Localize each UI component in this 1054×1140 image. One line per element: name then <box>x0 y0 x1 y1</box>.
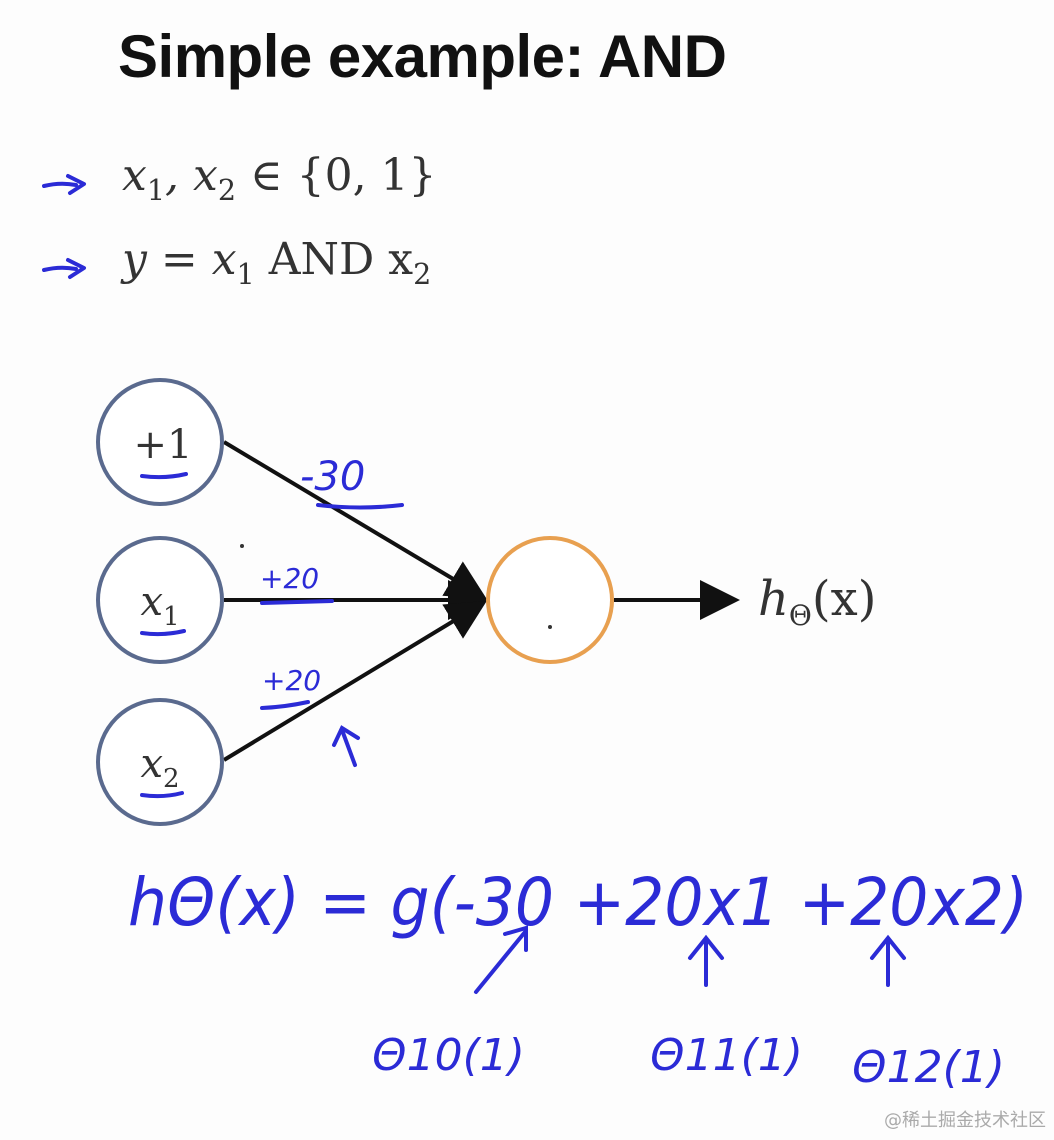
bullet-domain: x1, x2 ∈ {0, 1} <box>122 150 437 207</box>
annotation-theta-10: Θ10(1) <box>372 1030 525 1081</box>
input-node-x2 <box>96 698 224 826</box>
pointer-arrow-icon <box>332 725 360 767</box>
weight-x1-label: +20 <box>260 562 319 595</box>
weight-bias-label: -30 <box>300 454 365 500</box>
annotation-arrow-icon <box>474 930 527 994</box>
hand-drawn-arrow-icon <box>40 168 100 198</box>
output-label: hΘ(x) <box>758 571 876 632</box>
hand-drawn-arrow-icon <box>40 252 100 282</box>
watermark: @稀土掘金技术社区 <box>884 1110 1046 1131</box>
edge-x2 <box>222 600 487 762</box>
input-label-x2: x2 <box>140 741 179 794</box>
edge-bias <box>222 440 487 600</box>
input-label-x1: x1 <box>140 579 179 632</box>
input-label-bias: +1 <box>134 422 193 468</box>
weight-x2-label: +20 <box>262 664 321 697</box>
annotation-theta-11: Θ11(1) <box>650 1030 803 1081</box>
output-node <box>486 536 614 664</box>
annotation-theta-12: Θ12(1) <box>852 1042 1005 1093</box>
bullet-and-definition: y = x1 AND x2 <box>122 234 432 291</box>
handwritten-equation: hΘ(x) = g(-30 +20x1 +20x2) <box>128 864 1028 941</box>
input-node-x1 <box>96 536 224 664</box>
slide-title: Simple example: AND <box>118 23 727 90</box>
input-node-bias <box>96 378 224 506</box>
